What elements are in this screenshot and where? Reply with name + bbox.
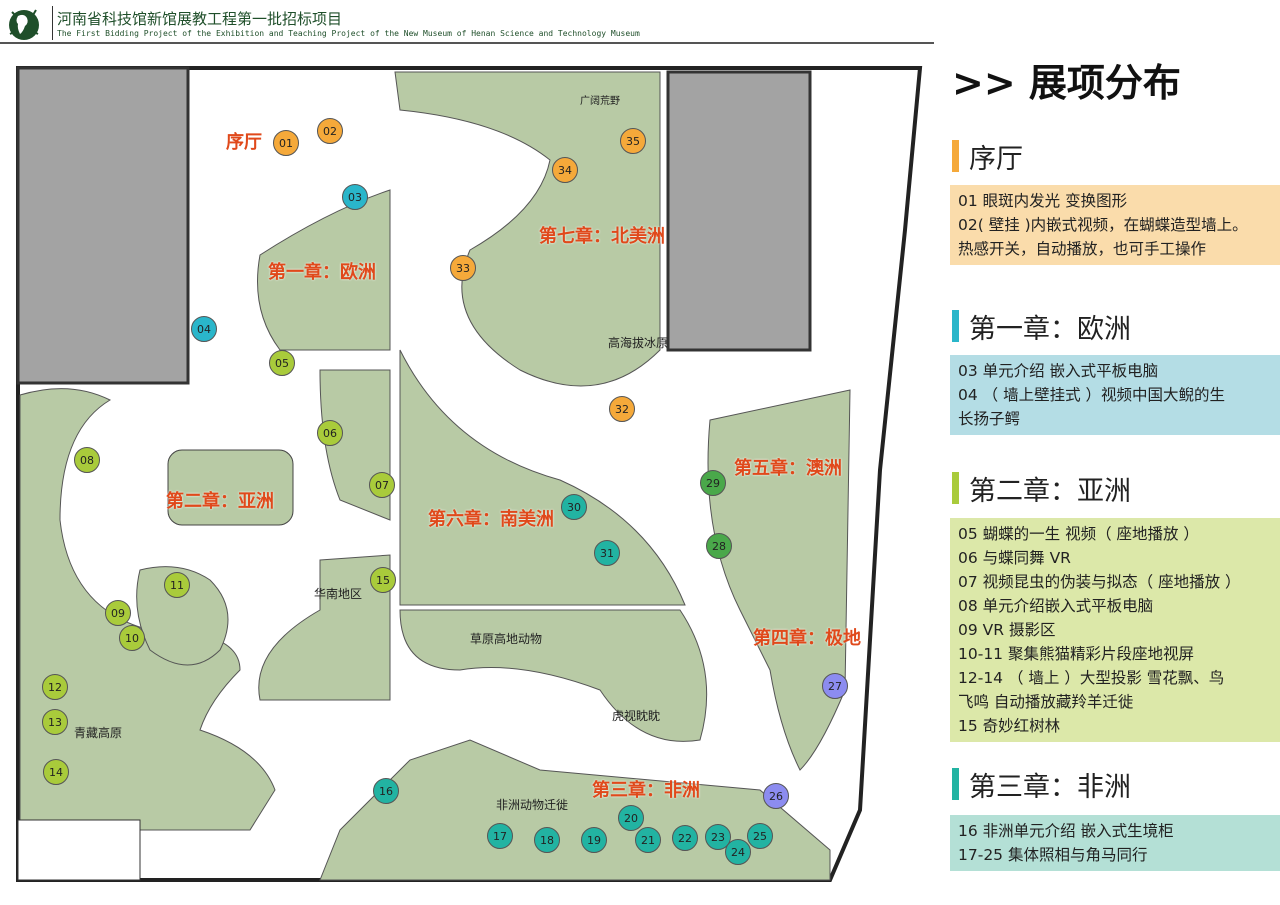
chapter-label-australia: 第五章：澳洲 bbox=[734, 458, 842, 479]
chapter-label-south-america: 第六章：南美洲 bbox=[428, 509, 554, 530]
exhibit-marker-22: 22 bbox=[672, 825, 698, 851]
section-color-bar bbox=[952, 310, 959, 342]
exhibit-marker-09: 09 bbox=[105, 600, 131, 626]
description-line: 长扬子鳄 bbox=[958, 410, 1021, 428]
section-color-bar bbox=[952, 140, 959, 172]
exhibit-marker-05: 05 bbox=[269, 350, 295, 376]
exhibit-marker-16: 16 bbox=[373, 778, 399, 804]
section-description: 05 蝴蝶的一生 视频（ 座地播放 ） 06 与蝶同舞 VR 07 视频昆虫的伪装与… bbox=[950, 518, 1280, 742]
section-heading: 第一章：欧洲 bbox=[952, 310, 1131, 345]
exhibit-marker-01: 01 bbox=[273, 130, 299, 156]
exhibit-marker-21: 21 bbox=[635, 827, 661, 853]
section-heading-text: 第一章：欧洲 bbox=[969, 313, 1131, 345]
section-heading: 第二章：亚洲 bbox=[952, 472, 1131, 507]
exhibit-marker-34: 34 bbox=[552, 157, 578, 183]
exhibit-marker-24: 24 bbox=[725, 839, 751, 865]
header-divider bbox=[52, 6, 53, 40]
section-description: 03 单元介绍 嵌入式平板电脑 04 （ 墙上壁挂式 ）视频中国大鲵的生长扬子鳄 bbox=[950, 355, 1280, 435]
section-description: 01 眼斑内发光 变换图形 02( 壁挂 )内嵌式视频，在蝴蝶造型墙上。热感开关，… bbox=[950, 185, 1280, 265]
exhibit-marker-27: 27 bbox=[822, 673, 848, 699]
exhibit-marker-26: 26 bbox=[763, 783, 789, 809]
description-line: 03 单元介绍 嵌入式平板电脑 bbox=[958, 362, 1159, 380]
exhibit-marker-20: 20 bbox=[618, 805, 644, 831]
exhibit-marker-14: 14 bbox=[43, 759, 69, 785]
description-line: 06 与蝶同舞 VR bbox=[958, 549, 1071, 567]
section-color-bar bbox=[952, 768, 959, 800]
exhibit-marker-19: 19 bbox=[581, 827, 607, 853]
exhibit-marker-04: 04 bbox=[191, 316, 217, 342]
exhibit-marker-12: 12 bbox=[42, 674, 68, 700]
exhibit-marker-11: 11 bbox=[164, 572, 190, 598]
exhibit-marker-35: 35 bbox=[620, 128, 646, 154]
region-label: 高海拔冰原 bbox=[608, 336, 669, 350]
description-line: 04 （ 墙上壁挂式 ）视频中国大鲵的生 bbox=[958, 386, 1226, 404]
chapter-label-europe: 第一章：欧洲 bbox=[268, 262, 376, 283]
region-label: 非洲动物迁徙 bbox=[496, 798, 569, 812]
description-line: 17-25 集体照相与角马同行 bbox=[958, 846, 1148, 864]
header-title-cn: 河南省科技馆新馆展教工程第一批招标项目 bbox=[57, 10, 343, 28]
region-label: 草原高地动物 bbox=[470, 632, 543, 646]
region-label: 青藏高原 bbox=[74, 726, 123, 740]
exhibit-marker-06: 06 bbox=[317, 420, 343, 446]
description-line: 飞鸣 自动播放藏羚羊迁徙 bbox=[958, 693, 1134, 711]
exhibit-marker-08: 08 bbox=[74, 447, 100, 473]
region-label: 广阔荒野 bbox=[580, 96, 620, 107]
section-heading: 序厅 bbox=[952, 140, 1023, 175]
chapter-label-north-america: 第七章：北美洲 bbox=[539, 226, 665, 247]
header-title-en: The First Bidding Project of the Exhibit… bbox=[57, 29, 640, 38]
description-line: 12-14 （ 墙上 ）大型投影 雪花飘、鸟 bbox=[958, 669, 1225, 687]
description-line: 16 非洲单元介绍 嵌入式生境柜 bbox=[958, 822, 1174, 840]
description-line: 07 视频昆虫的伪装与拟态（ 座地播放 ） bbox=[958, 573, 1241, 591]
description-line: 05 蝴蝶的一生 视频（ 座地播放 ） bbox=[958, 525, 1199, 543]
description-line: 01 眼斑内发光 变换图形 bbox=[958, 192, 1128, 210]
exhibit-marker-31: 31 bbox=[594, 540, 620, 566]
panel-title: >> 展项分布 bbox=[952, 61, 1181, 105]
exhibit-marker-32: 32 bbox=[609, 396, 635, 422]
region-label: 虎视眈眈 bbox=[612, 709, 661, 723]
description-line: 08 单元介绍嵌入式平板电脑 bbox=[958, 597, 1154, 615]
exhibit-marker-30: 30 bbox=[561, 494, 587, 520]
exhibit-marker-03: 03 bbox=[342, 184, 368, 210]
section-heading-text: 第三章：非洲 bbox=[969, 771, 1131, 803]
chapter-label-africa: 第三章：非洲 bbox=[592, 780, 700, 801]
header: 河南省科技馆新馆展教工程第一批招标项目 The First Bidding Pr… bbox=[0, 0, 934, 44]
exhibit-marker-07: 07 bbox=[369, 472, 395, 498]
chapter-label-asia: 第二章：亚洲 bbox=[166, 491, 274, 512]
exhibit-marker-13: 13 bbox=[42, 709, 68, 735]
exhibit-marker-10: 10 bbox=[119, 625, 145, 651]
section-heading-text: 序厅 bbox=[969, 143, 1023, 175]
region-label: 华南地区 bbox=[314, 587, 363, 601]
exhibit-marker-02: 02 bbox=[317, 118, 343, 144]
section-color-bar bbox=[952, 472, 959, 504]
description-line: 02( 壁挂 )内嵌式视频，在蝴蝶造型墙上。 bbox=[958, 216, 1248, 234]
exhibit-marker-29: 29 bbox=[700, 470, 726, 496]
description-line: 15 奇妙红树林 bbox=[958, 717, 1061, 735]
exhibit-marker-17: 17 bbox=[487, 823, 513, 849]
museum-logo bbox=[9, 9, 39, 40]
floor-plan-drawing bbox=[16, 66, 923, 882]
exhibit-marker-33: 33 bbox=[450, 255, 476, 281]
description-line: 09 VR 摄影区 bbox=[958, 621, 1056, 639]
exhibit-marker-15: 15 bbox=[370, 567, 396, 593]
chapter-label-polar: 第四章：极地 bbox=[753, 628, 861, 649]
exhibit-marker-25: 25 bbox=[747, 823, 773, 849]
description-line: 10-11 聚集熊猫精彩片段座地视屏 bbox=[958, 645, 1194, 663]
section-description: 16 非洲单元介绍 嵌入式生境柜 17-25 集体照相与角马同行 bbox=[950, 815, 1280, 871]
section-heading: 第三章：非洲 bbox=[952, 768, 1131, 803]
description-line: 热感开关，自动播放，也可手工操作 bbox=[958, 240, 1207, 258]
chapter-label-prelude: 序厅 bbox=[226, 132, 262, 153]
section-heading-text: 第二章：亚洲 bbox=[969, 475, 1131, 507]
exhibit-marker-28: 28 bbox=[706, 533, 732, 559]
exhibit-marker-18: 18 bbox=[534, 827, 560, 853]
